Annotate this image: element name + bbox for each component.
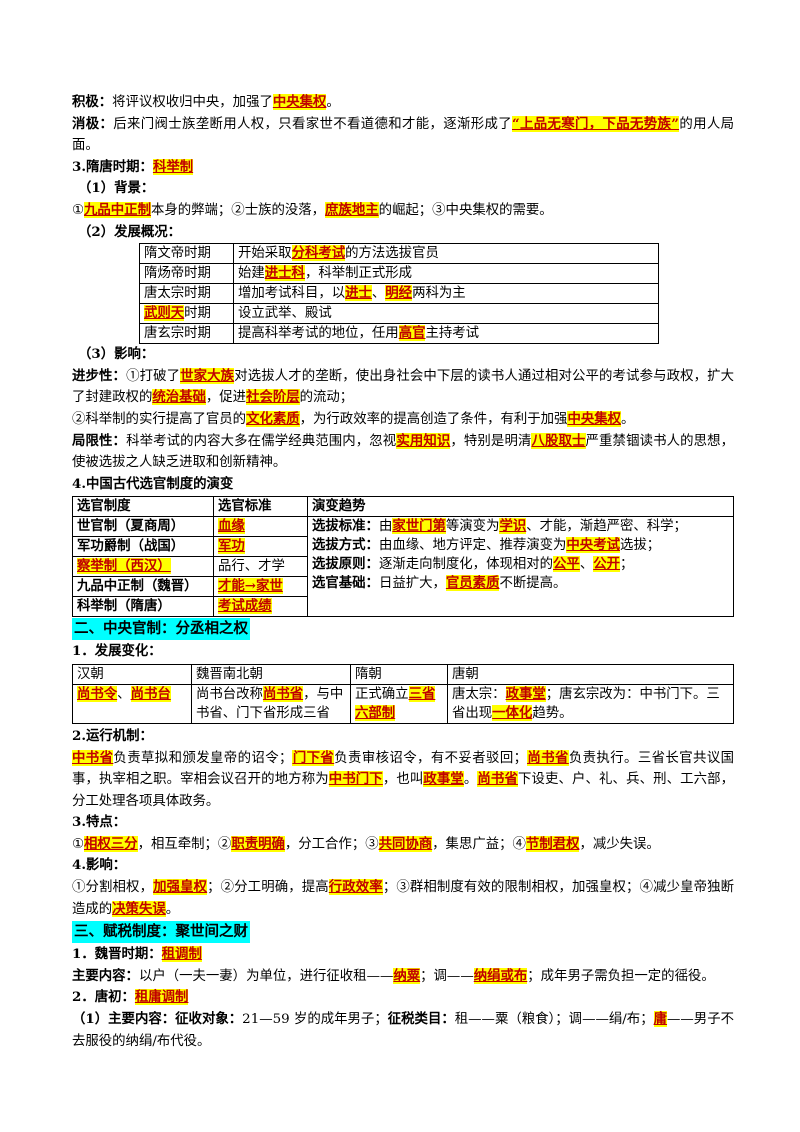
- table-row: 隋文帝时期 开始采取分科考试的方法选拔官员: [139, 243, 659, 265]
- header-cell: 汉朝: [72, 663, 192, 685]
- document-page: 积极：将评议权收归中央，加强了中央集权。 消极：后来门阀士族垄断用人权，只看家世…: [72, 92, 734, 1052]
- features-text: ①相权三分，相互牵制；②职责明确，分工合作；③共同协商，集思广益；④节制君权，减…: [72, 835, 660, 852]
- text: 的用人局面。: [72, 116, 735, 154]
- table-row: 隋炀帝时期 始建进士科，科举制正式形成: [139, 263, 659, 285]
- progressive-text: 进步性：①打破了世家大族对选拔人才的垄断，使出身社会中下层的读书人通过相对公平的…: [72, 367, 735, 406]
- effect-text: ①分割相权，加强皇权；②分工明确，提高行政效率；③群相制度有效的限制相权，加强皇…: [72, 879, 735, 917]
- header-cell: 选官制度: [72, 496, 214, 518]
- highlight: 中央集权: [272, 94, 327, 110]
- text: 的崛起；③中央集权的需要。: [378, 202, 553, 218]
- text: ①: [72, 202, 85, 218]
- development-heading: （2）发展概况：: [78, 223, 182, 240]
- background-heading: （1）背景：: [78, 180, 155, 197]
- background-text: ①九品中正制本身的弊端；②士族的没落，庶族地主的崛起；③中央集权的需要。: [72, 200, 734, 222]
- table-header-row: 选官制度 选官标准 演变趋势: [72, 496, 734, 518]
- standard-cell: 才能→家世: [213, 576, 308, 598]
- highlight: “上品无寒门，下品无势族”: [512, 115, 680, 132]
- header-cell: 隋朝: [350, 663, 448, 685]
- evolution-table: 选官制度 选官标准 演变趋势 世官制（夏商周） 血缘 选拔标准：由家世门第等演变…: [72, 496, 734, 618]
- content-cell: 增加考试科目，以进士、明经两科为主: [233, 283, 659, 305]
- system-cell: 察举制（西汉）: [72, 556, 214, 578]
- tang-tax-text: （1）主要内容：征收对象：21—59 岁的成年男子；征税类目：租——粟（粮食）；…: [72, 1011, 735, 1049]
- trend-cell: 选拔标准：由家世门第等演变为学识、才能，渐趋严密、科学； 选拔方式：由血缘、地方…: [307, 516, 734, 618]
- text: 后来门阀士族垄断用人权，只看家世不看道德和才能，逐渐形成了: [113, 116, 512, 132]
- period-cell: 隋文帝时期: [139, 243, 234, 265]
- standard-cell: 品行、才学: [213, 556, 308, 578]
- header-cell: 魏晋南北朝: [191, 663, 351, 685]
- tang-tax-heading: 2．唐初：租庸调制: [72, 989, 189, 1006]
- table-row: 尚书令、尚书台 尚书台改称尚书省，与中书省、门下省形成三省 正式确立三省六部制 …: [72, 683, 734, 724]
- effect-heading: 4.影响：: [72, 857, 127, 874]
- system-cell: 九品中正制（魏晋）: [72, 576, 214, 598]
- table-row: 唐太宗时期 增加考试科目，以进士、明经两科为主: [139, 283, 659, 305]
- mechanism-heading: 2.运行机制：: [72, 727, 153, 744]
- highlight: 九品中正制: [84, 201, 151, 218]
- table-header-row: 汉朝 魏晋南北朝 隋朝 唐朝: [72, 663, 734, 685]
- negative-effect: 消极：后来门阀士族垄断用人权，只看家世不看道德和才能，逐渐形成了“上品无寒门，下…: [72, 114, 734, 157]
- standard-cell: 考试成绩: [213, 596, 308, 618]
- han-cell: 尚书令、尚书台: [72, 683, 192, 724]
- wei-jin-tax-text: 主要内容：以户（一夫一妻）为单位，进行征收租——纳粟；调——纳绢或布；成年男子需…: [72, 967, 715, 984]
- system-cell: 军功爵制（战国）: [72, 536, 214, 558]
- period-cell: 唐太宗时期: [139, 283, 234, 305]
- change-heading: 1．发展变化：: [72, 643, 162, 660]
- positive-label: 积极：: [72, 94, 113, 110]
- system-cell: 世官制（夏商周）: [72, 516, 214, 538]
- system-cell: 科举制（隋唐）: [72, 596, 214, 618]
- content-cell: 始建进士科，科举制正式形成: [233, 263, 659, 285]
- wei-jin-cell: 尚书台改称尚书省，与中书省、门下省形成三省: [191, 683, 351, 724]
- table-row: 察举制（西汉） 品行、才学: [72, 556, 734, 578]
- heading-text: 3.隋唐时期：: [72, 158, 153, 175]
- progressive-label: 进步性：: [72, 367, 127, 384]
- table-row: 武则天时期 设立武举、殿试: [139, 303, 659, 325]
- table-row: 科举制（隋唐） 考试成绩: [72, 596, 734, 618]
- header-cell: 选官标准: [213, 496, 308, 518]
- limitation-text: 局限性：科举考试的内容大多在儒学经典范围内，忽视实用知识，特别是明清八股取士严重…: [72, 432, 735, 471]
- section-heading-taxation: 三、赋税制度：聚世间之财: [72, 921, 250, 944]
- limitation-label: 局限性：: [72, 432, 127, 449]
- highlight: 科举制: [152, 158, 194, 175]
- development-table: 隋文帝时期 开始采取分科考试的方法选拔官员 隋炀帝时期 始建进士科，科举制正式形…: [139, 243, 659, 345]
- table-row: 军功爵制（战国） 军功: [72, 536, 734, 558]
- highlight: 庶族地主: [325, 201, 379, 218]
- positive-effect: 积极：将评议权收归中央，加强了中央集权。: [72, 92, 734, 114]
- table-row: 唐玄宗时期 提高科举考试的地位，任用高官主持考试: [139, 323, 659, 345]
- period-cell: 唐玄宗时期: [139, 323, 234, 345]
- period-cell: 隋炀帝时期: [139, 263, 234, 285]
- progressive-text-2: ②科举制的实行提高了官员的文化素质，为行政效率的提高创造了条件，有利于加强中央集…: [72, 410, 635, 427]
- text: 。: [326, 95, 340, 110]
- standard-cell: 血缘: [213, 516, 308, 538]
- header-cell: 演变趋势: [307, 496, 734, 518]
- section-heading-central-officials: 二、中央官制：分丞相之权: [72, 618, 250, 641]
- wei-jin-tax-heading: 1．魏晋时期：租调制: [72, 946, 202, 963]
- content-cell: 设立武举、殿试: [233, 303, 659, 325]
- impact-heading: （3）影响：: [78, 346, 155, 363]
- header-cell: 唐朝: [447, 663, 734, 685]
- evolution-heading: 4.中国古代选官制度的演变: [72, 475, 234, 492]
- sui-cell: 正式确立三省六部制: [350, 683, 448, 724]
- text: 将评议权收归中央，加强了: [112, 95, 273, 110]
- mechanism-text: 中书省负责草拟和颁发皇帝的诏令；门下省负责审核诏令，有不妥者驳回；尚书省负责执行…: [72, 749, 735, 809]
- text: 本身的弊端；②士族的没落，: [150, 202, 326, 218]
- standard-cell: 军功: [213, 536, 308, 558]
- tang-cell: 唐太宗：政事堂；唐玄宗改为：中书门下。三省出现一体化趋势。: [447, 683, 734, 724]
- dynasty-table: 汉朝 魏晋南北朝 隋朝 唐朝 尚书令、尚书台 尚书台改称尚书省，与中书省、门下省…: [72, 663, 734, 724]
- negative-label: 消极：: [72, 115, 114, 132]
- content-cell: 开始采取分科考试的方法选拔官员: [233, 243, 659, 265]
- content-cell: 提高科举考试的地位，任用高官主持考试: [233, 323, 659, 345]
- sui-tang-heading: 3.隋唐时期：科举制: [72, 157, 734, 179]
- features-heading: 3.特点：: [72, 814, 127, 831]
- period-cell: 武则天时期: [139, 303, 234, 325]
- table-row: 世官制（夏商周） 血缘 选拔标准：由家世门第等演变为学识、才能，渐趋严密、科学；…: [72, 516, 734, 618]
